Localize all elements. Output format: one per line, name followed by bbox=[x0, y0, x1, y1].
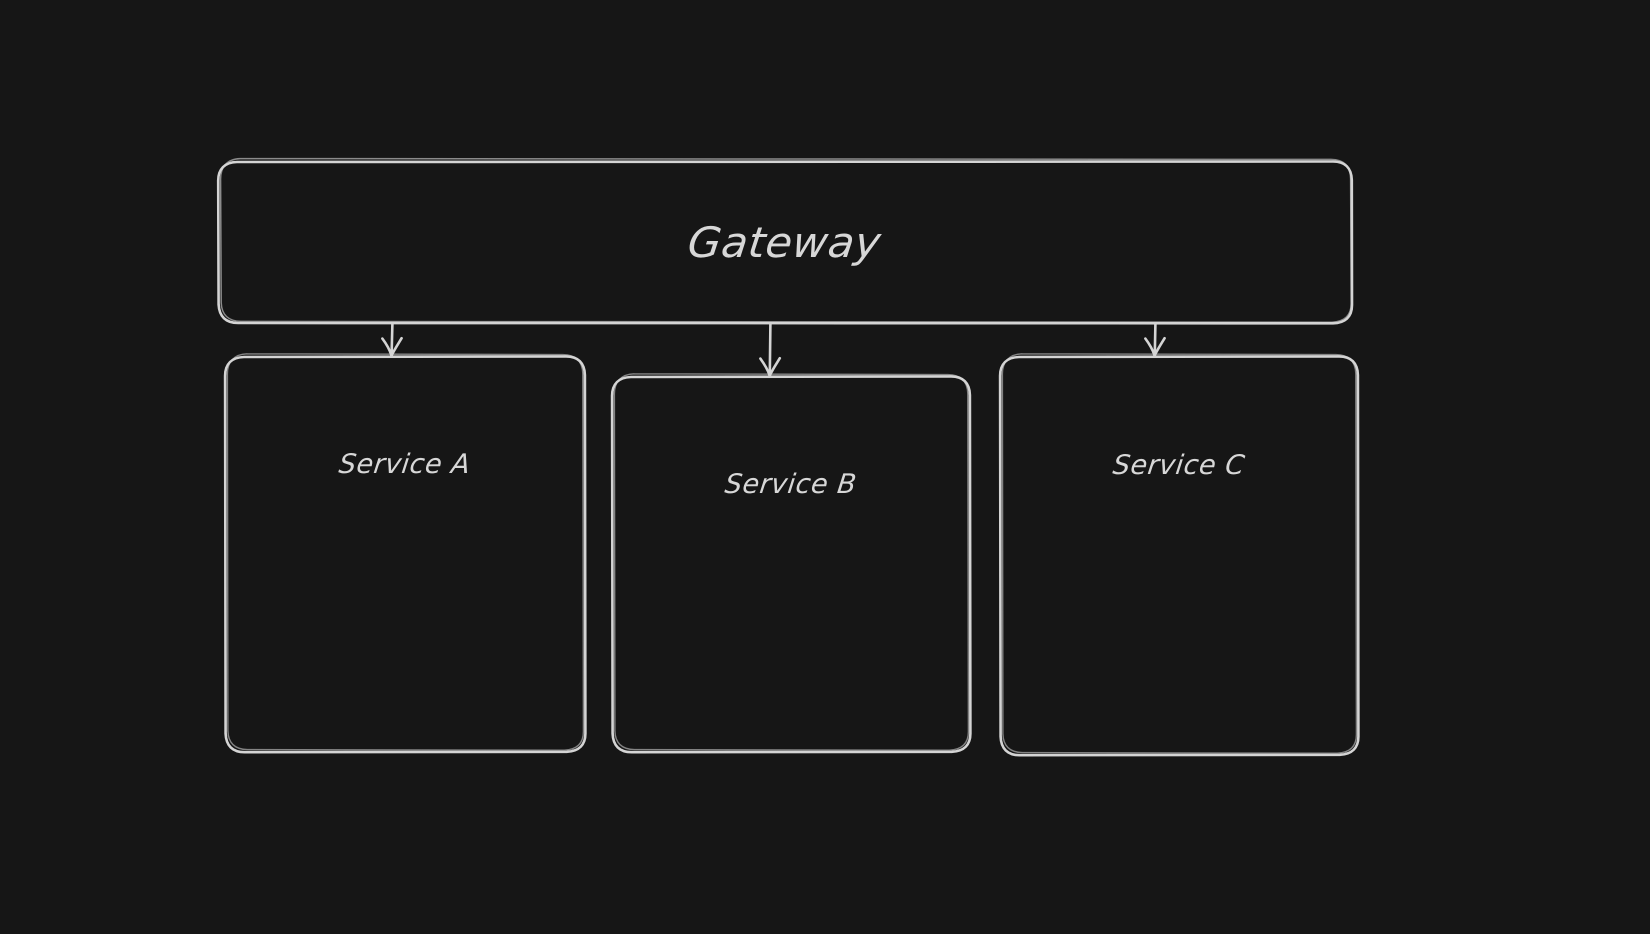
node-service-a[interactable]: Service A bbox=[225, 356, 585, 752]
node-gateway-label: Gateway bbox=[685, 217, 885, 267]
arrow-gateway-to-service-c bbox=[1144, 322, 1166, 357]
node-service-c-label: Service C bbox=[1111, 450, 1247, 481]
node-gateway[interactable]: Gateway bbox=[218, 161, 1352, 323]
node-service-b-label: Service B bbox=[723, 468, 859, 500]
node-service-a-label: Service A bbox=[337, 448, 473, 480]
node-service-c[interactable]: Service C bbox=[1000, 356, 1358, 755]
arrow-gateway-to-service-a bbox=[381, 322, 403, 357]
node-service-b[interactable]: Service B bbox=[612, 376, 970, 752]
arrow-gateway-to-service-b bbox=[759, 322, 782, 377]
